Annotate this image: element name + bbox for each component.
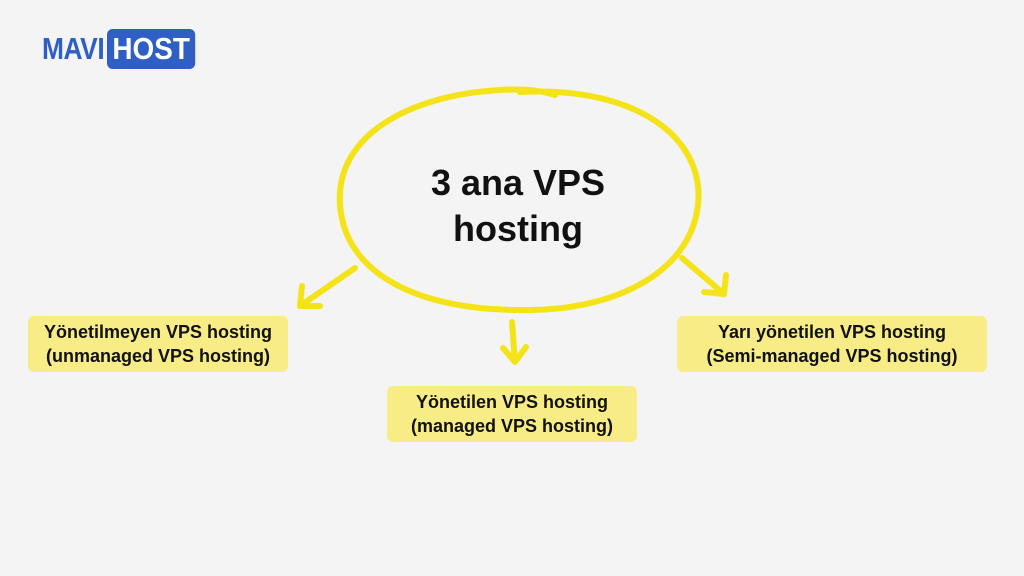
arrow-middle [500,319,529,365]
label-line2: (managed VPS hosting) [410,416,614,436]
logo-text-mavi: MAVI [42,31,105,66]
label-line1: Yönetilmeyen VPS hosting [43,322,273,342]
label-line2: (unmanaged VPS hosting) [45,346,270,366]
label-unmanaged: Yönetilmeyen VPS hosting (unmanaged VPS … [28,316,288,372]
arrow-left [297,265,358,309]
label-managed: Yönetilen VPS hosting (managed VPS hosti… [387,386,637,442]
label-line1: Yarı yönetilen VPS hosting [717,322,947,342]
center-title-line2: hosting [453,208,583,249]
logo-text-host: HOST [107,29,196,69]
arrow-right [679,255,729,297]
label-semi-managed: Yarı yönetilen VPS hosting (Semi-managed… [677,316,987,372]
center-title-line1: 3 ana VPS [430,162,606,203]
label-line2: (Semi-managed VPS hosting) [706,346,958,366]
center-ellipse [336,86,702,314]
label-line1: Yönetilen VPS hosting [415,392,608,412]
mavihost-logo: MAVI HOST [42,28,205,70]
center-title: 3 ana VPS hosting [380,160,656,252]
